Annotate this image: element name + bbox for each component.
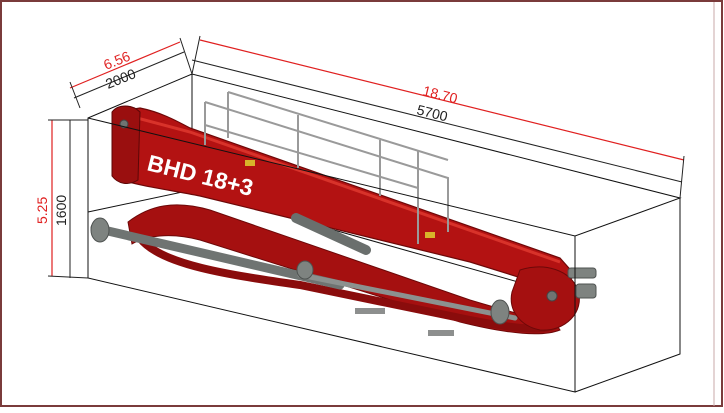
support-foot-left [355,308,385,314]
width-dimension: 6.56 2000 [69,37,193,109]
left-flange-fitting [90,217,110,243]
main-boom-top-highlight [121,112,561,264]
hinge-marker-1 [245,160,255,166]
pivot-pin [546,290,558,302]
hinge-marker-2 [425,232,435,238]
length-mm-label: 5700 [415,101,449,124]
pivot-bracket-lower [575,283,597,299]
height-feet-label: 5.25 [34,197,50,224]
upper-hydraulic-cylinder [291,213,371,255]
bounding-box-front [87,73,682,393]
support-foot-right [428,330,454,336]
height-mm-label: 1600 [53,195,69,226]
lower-boom-arm [127,204,561,335]
right-flange-fitting [490,299,510,325]
cylinder-end-fitting [296,260,314,280]
pivot-bracket [567,267,597,279]
concrete-boom-render: BHD 18+3 [90,91,597,336]
safety-railing [204,91,449,244]
boom-pivot-knuckle [510,266,580,331]
lower-cylinder-rod [297,272,518,321]
boom-tip-head [111,105,141,184]
height-dimension: 5.25 1600 [34,119,89,279]
